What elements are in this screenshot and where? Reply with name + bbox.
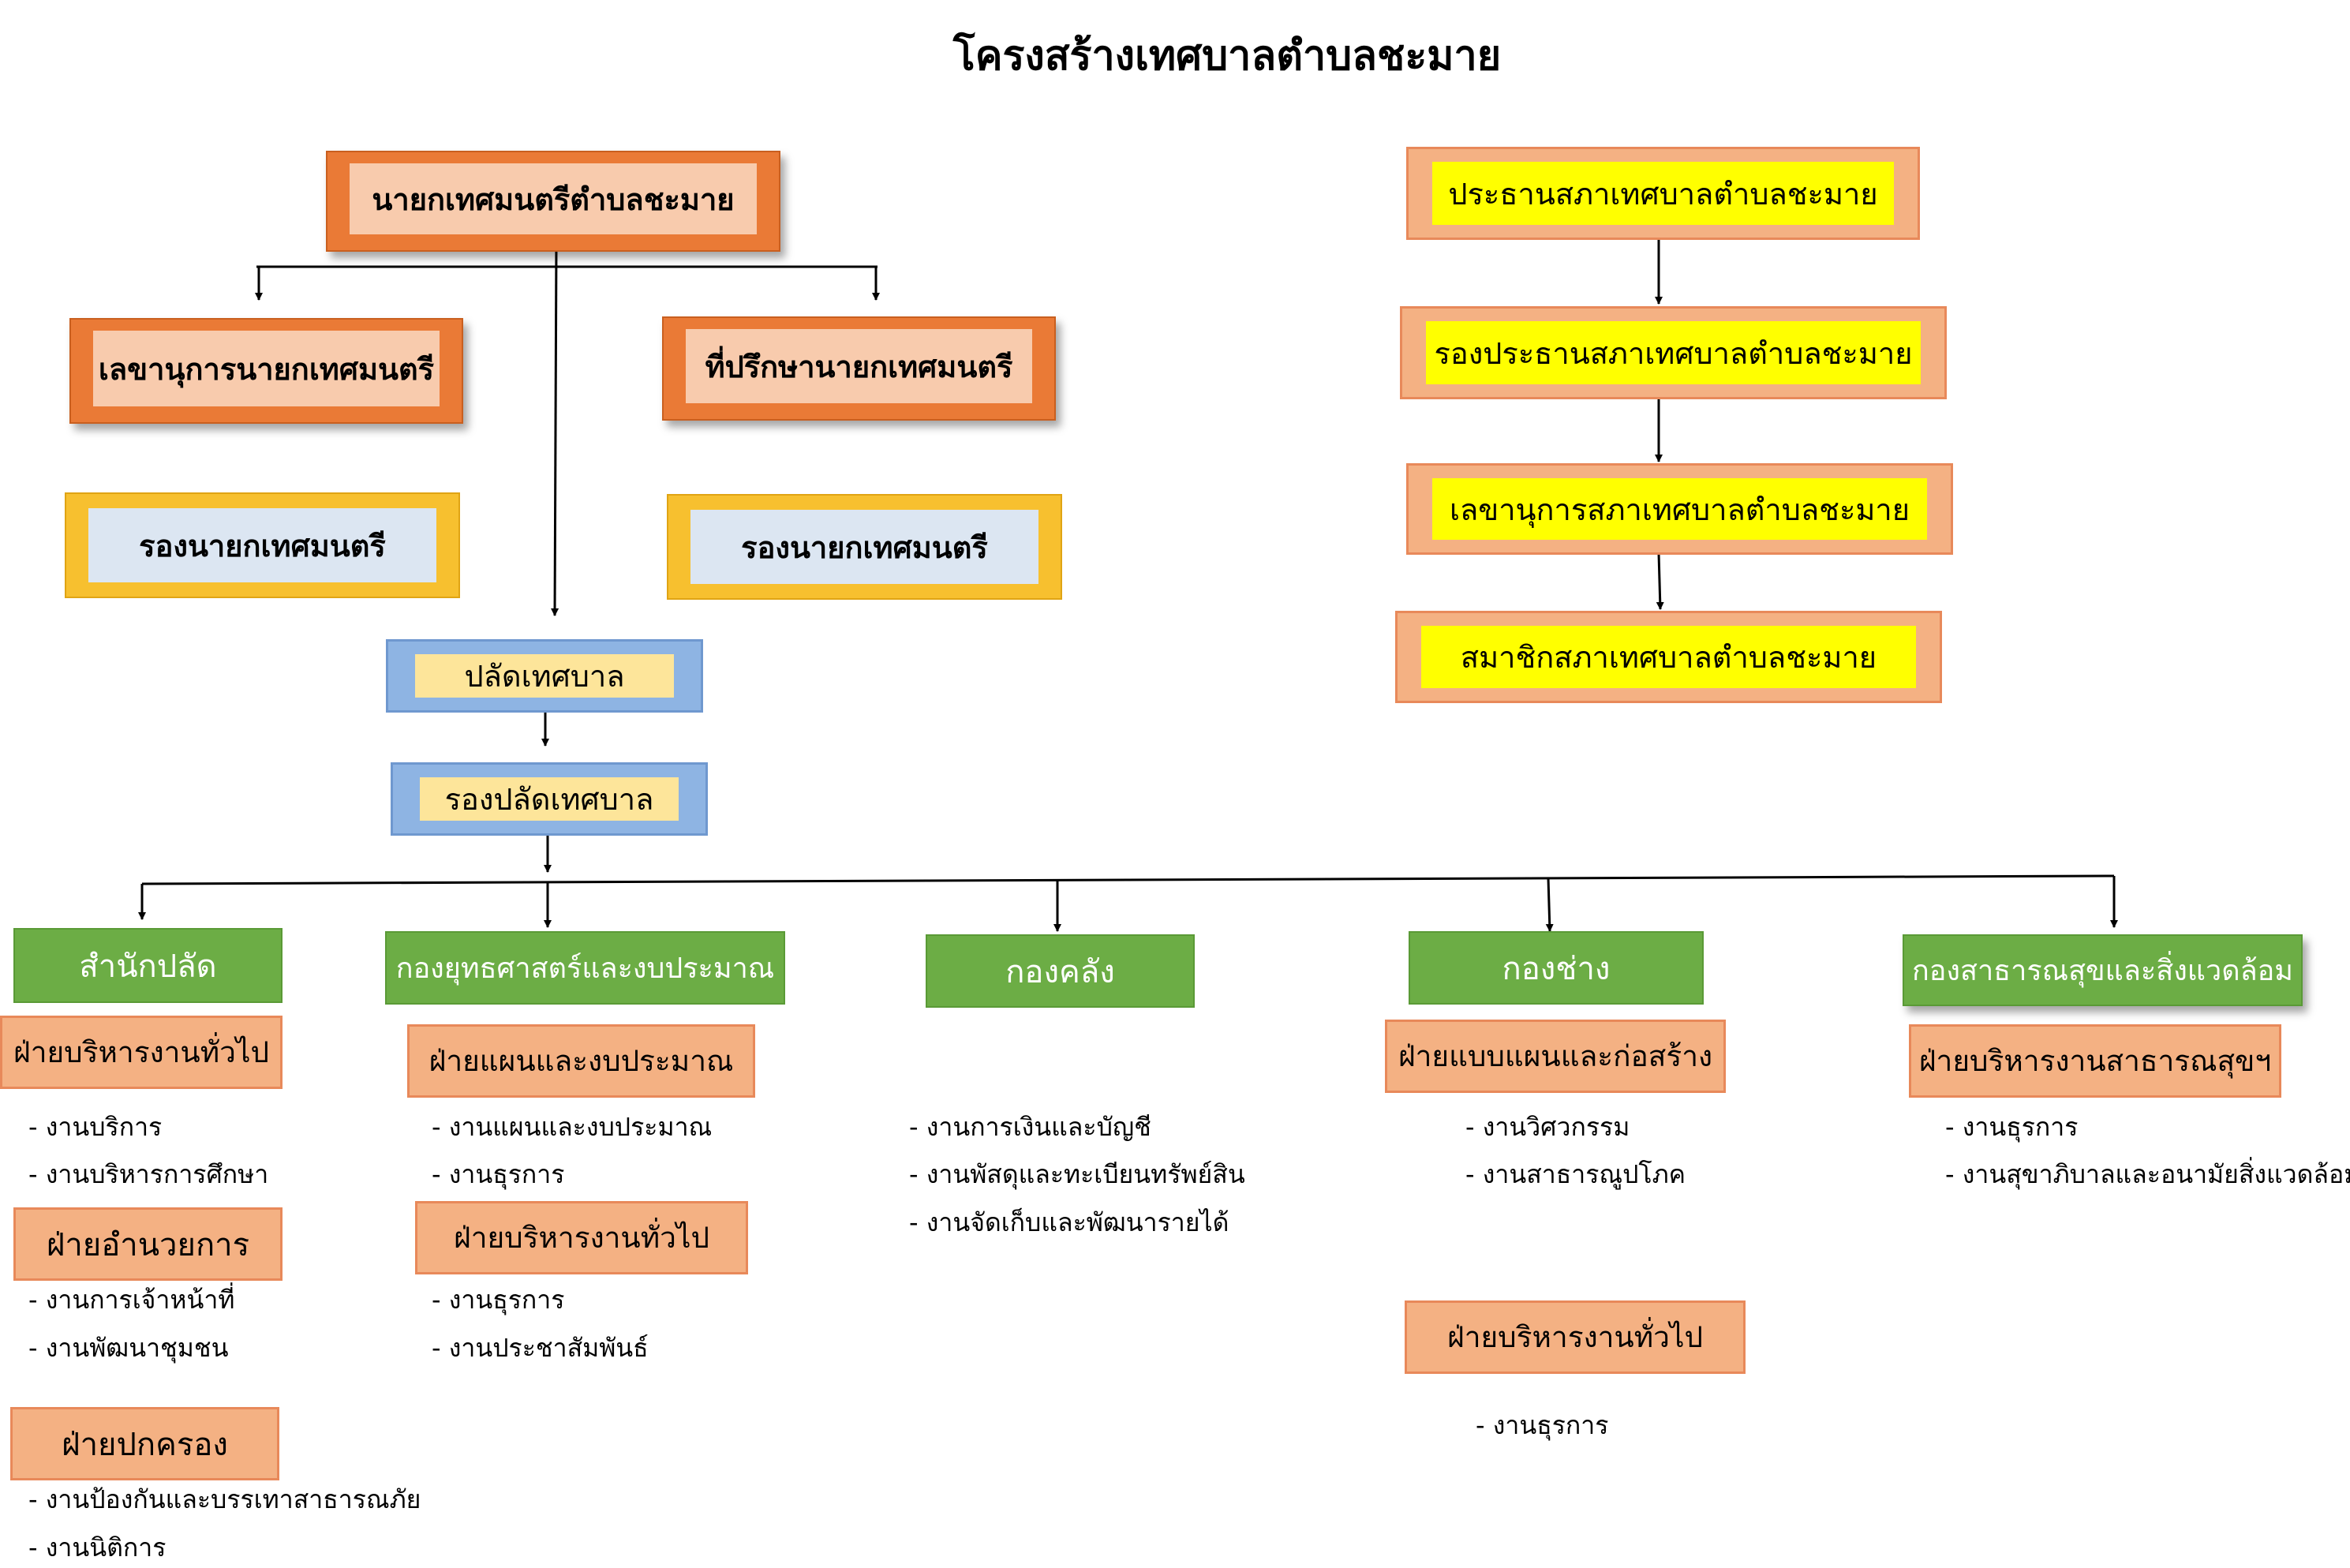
deputy-clerk-box: รองปลัดเทศบาล: [391, 762, 708, 836]
list-item: - งานพัฒนาชุมชน: [28, 1333, 229, 1363]
division-box: ฝ่ายบริหารงานทั่วไป: [415, 1201, 748, 1274]
department-box: สำนักปลัด: [13, 928, 283, 1003]
council-president-label: ประธานสภาเทศบาลตำบลชะมาย: [1432, 162, 1894, 225]
deputy-mayor-label-left: รองนายกเทศมนตรี: [88, 508, 436, 582]
list-item: - งานบริหารการศึกษา: [28, 1159, 269, 1189]
connector-departments-bar: [141, 874, 2115, 885]
list-item: - งานการเงินและบัญชี: [909, 1112, 1151, 1142]
division-box: ฝ่ายอำนวยการ: [13, 1207, 283, 1281]
page-title: โครงสร้างเทศบาลตำบลชะมาย: [952, 32, 1502, 80]
deputy-clerk-label: รองปลัดเทศบาล: [420, 777, 679, 821]
mayor-advisor-box: ที่ปรึกษานายกเทศมนตรี: [662, 316, 1056, 421]
council-vice-president-label: รองประธานสภาเทศบาลตำบลชะมาย: [1426, 321, 1921, 384]
department-box: กองคลัง: [926, 934, 1195, 1008]
division-box: ฝ่ายแบบแผนและก่อสร้าง: [1385, 1020, 1726, 1093]
deputy-mayor-box-right: รองนายกเทศมนตรี: [667, 494, 1062, 600]
connector-mayor-clerk: [551, 240, 559, 616]
council-vice-president-box: รองประธานสภาเทศบาลตำบลชะมาย: [1400, 306, 1947, 399]
division-box: ฝ่ายบริหารงานสาธารณสุขฯ: [1909, 1024, 2281, 1098]
list-item: - งานธุรการ: [1945, 1112, 2079, 1142]
mayor-advisor-label: ที่ปรึกษานายกเทศมนตรี: [686, 329, 1032, 403]
list-item: - งานธุรการ: [432, 1159, 565, 1189]
connector-dept-4: [1545, 878, 1554, 932]
department-box: กองยุทธศาสตร์และงบประมาณ: [385, 931, 785, 1005]
council-members-box: สมาชิกสภาเทศบาลตำบลชะมาย: [1395, 611, 1942, 703]
list-item: - งานจัดเก็บและพัฒนารายได้: [909, 1207, 1229, 1237]
list-item: - งานสาธารณูปโภค: [1465, 1159, 1686, 1189]
department-box: กองสาธารณสุขและสิ่งแวดล้อม: [1903, 934, 2303, 1006]
mayor-secretary-label: เลขานุการนายกเทศมนตรี: [93, 331, 440, 406]
list-item: - งานการเจ้าหน้าที่: [28, 1285, 235, 1315]
department-box: กองช่าง: [1409, 931, 1704, 1005]
council-secretary-box: เลขานุการสภาเทศบาลตำบลชะมาย: [1406, 463, 1953, 555]
council-president-box: ประธานสภาเทศบาลตำบลชะมาย: [1406, 147, 1920, 240]
connector-council-3: [1656, 552, 1664, 610]
deputy-mayor-label-right: รองนายกเทศมนตรี: [690, 510, 1038, 584]
list-item: - งานป้องกันและบรรเทาสาธารณภัย: [28, 1484, 421, 1514]
council-secretary-label: เลขานุการสภาเทศบาลตำบลชะมาย: [1432, 478, 1927, 540]
division-box: ฝ่ายปกครอง: [10, 1407, 279, 1480]
division-box: ฝ่ายบริหารงานทั่วไป: [1405, 1300, 1746, 1374]
list-item: - งานนิติการ: [28, 1532, 167, 1562]
list-item: - งานประชาสัมพันธ์: [432, 1333, 649, 1363]
clerk-box: ปลัดเทศบาล: [386, 639, 703, 713]
clerk-label: ปลัดเทศบาล: [415, 654, 674, 698]
mayor-label: นายกเทศมนตรีตำบลชะมาย: [350, 163, 757, 234]
council-members-label: สมาชิกสภาเทศบาลตำบลชะมาย: [1421, 626, 1916, 688]
list-item: - งานพัสดุและทะเบียนทรัพย์สิน: [909, 1159, 1245, 1189]
list-item: - งานแผนและงบประมาณ: [432, 1112, 713, 1142]
list-item: - งานธุรการ: [1476, 1410, 1609, 1440]
deputy-mayor-box-left: รองนายกเทศมนตรี: [65, 492, 460, 598]
division-box: ฝ่ายแผนและงบประมาณ: [407, 1024, 755, 1098]
mayor-box: นายกเทศมนตรีตำบลชะมาย: [326, 151, 780, 252]
list-item: - งานวิศวกรรม: [1465, 1112, 1630, 1142]
mayor-secretary-box: เลขานุการนายกเทศมนตรี: [69, 318, 463, 424]
list-item: - งานบริการ: [28, 1112, 163, 1142]
division-box: ฝ่ายบริหารงานทั่วไป: [0, 1016, 283, 1089]
list-item: - งานสุขาภิบาลและอนามัยสิ่งแวดล้อม: [1945, 1159, 2350, 1189]
list-item: - งานธุรการ: [432, 1285, 565, 1315]
